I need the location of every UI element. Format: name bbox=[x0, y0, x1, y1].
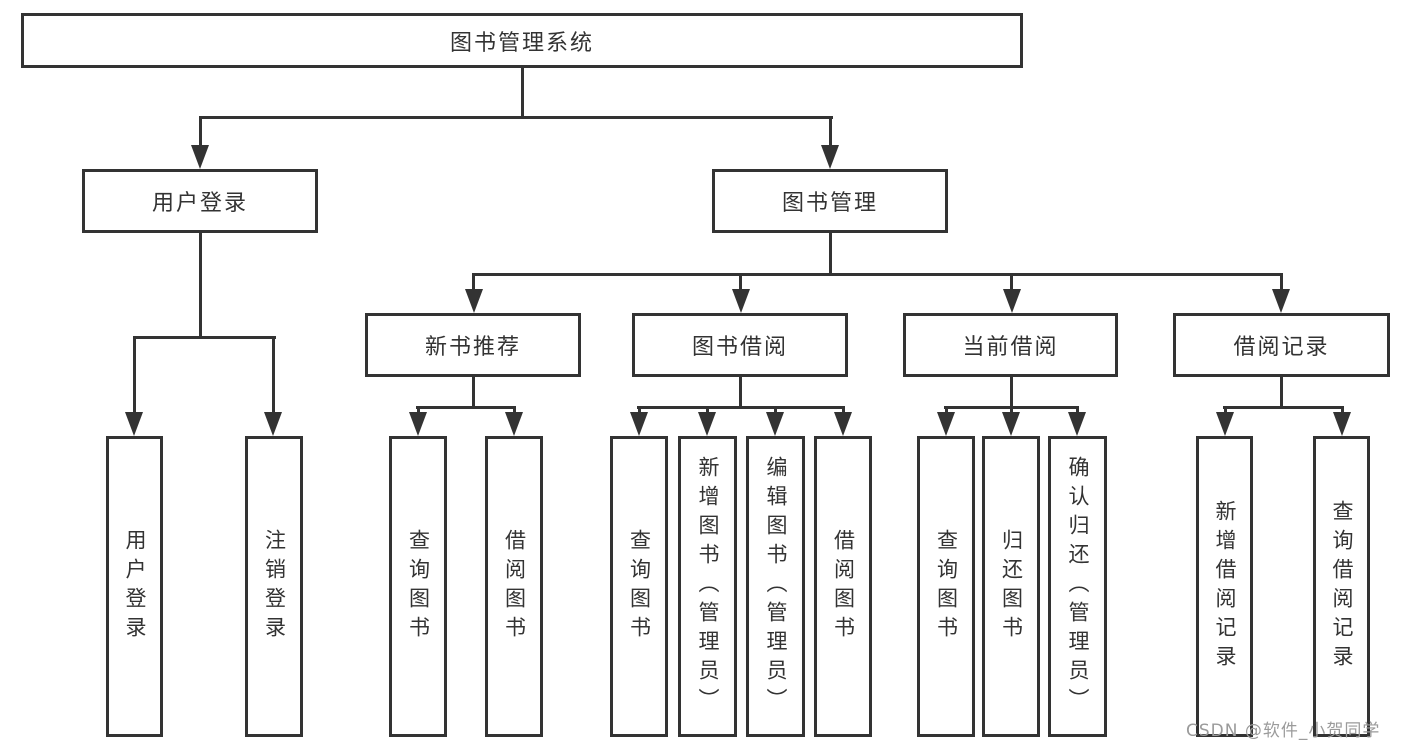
connector-records-stem bbox=[1280, 376, 1283, 409]
leaf-add-borrow-record: 新增借阅记录 bbox=[1196, 436, 1253, 737]
leaf-add-borrow-record-label: 新增借阅记录 bbox=[1213, 499, 1237, 674]
leaf-return-book-label: 归还图书 bbox=[999, 528, 1024, 645]
leaf-user-login-label: 用户登录 bbox=[123, 528, 147, 645]
connector-stub bbox=[739, 273, 742, 292]
node-new-book-recommend-label: 新书推荐 bbox=[424, 335, 521, 360]
arrowhead-down-icon bbox=[630, 412, 648, 436]
connector-login-rail bbox=[133, 336, 276, 339]
leaf-user-login: 用户登录 bbox=[106, 436, 163, 737]
leaf-add-book-admin: 新增图书（管理员） bbox=[678, 436, 737, 737]
connector-stub bbox=[133, 336, 136, 418]
leaf-logout: 注销登录 bbox=[245, 436, 303, 737]
arrowhead-down-icon bbox=[1272, 289, 1290, 313]
leaf-edit-book-admin: 编辑图书（管理员） bbox=[746, 436, 805, 737]
node-new-book-recommend: 新书推荐 bbox=[365, 313, 581, 377]
arrowhead-down-icon bbox=[732, 289, 750, 313]
arrowhead-down-icon bbox=[1216, 412, 1234, 436]
node-user-login: 用户登录 bbox=[82, 169, 318, 233]
node-book-manage-label: 图书管理 bbox=[781, 191, 878, 216]
leaf-query-book-recommend: 查询图书 bbox=[389, 436, 447, 737]
leaf-add-book-admin-label: 新增图书（管理员） bbox=[696, 456, 720, 717]
connector-login-stem bbox=[199, 232, 202, 339]
arrowhead-down-icon bbox=[766, 412, 784, 436]
leaf-query-book-borrow: 查询图书 bbox=[610, 436, 668, 737]
leaf-query-borrow-record-label: 查询借阅记录 bbox=[1330, 499, 1354, 674]
leaf-borrow-book: 借阅图书 bbox=[814, 436, 872, 737]
connector-root-stem bbox=[521, 68, 524, 118]
connector-borrow-rail bbox=[637, 406, 845, 409]
arrowhead-down-icon bbox=[1068, 412, 1086, 436]
arrowhead-down-icon bbox=[821, 145, 839, 169]
leaf-confirm-return-admin: 确认归还（管理员） bbox=[1048, 436, 1107, 737]
node-current-borrow: 当前借阅 bbox=[903, 313, 1118, 377]
arrowhead-down-icon bbox=[125, 412, 143, 436]
arrowhead-down-icon bbox=[191, 145, 209, 169]
node-book-borrow-label: 图书借阅 bbox=[691, 335, 788, 360]
leaf-query-borrow-record: 查询借阅记录 bbox=[1313, 436, 1370, 737]
connector-borrow-stem bbox=[739, 376, 742, 409]
arrowhead-down-icon bbox=[937, 412, 955, 436]
arrowhead-down-icon bbox=[1002, 412, 1020, 436]
connector-recommend-rail bbox=[416, 406, 516, 409]
connector-manage-stem bbox=[829, 232, 832, 276]
connector-stub bbox=[829, 116, 832, 148]
connector-level2-rail bbox=[199, 116, 833, 119]
leaf-query-book-borrow-label: 查询图书 bbox=[627, 528, 652, 645]
arrowhead-down-icon bbox=[834, 412, 852, 436]
node-user-login-label: 用户登录 bbox=[151, 191, 248, 216]
connector-stub bbox=[272, 336, 275, 418]
arrowhead-down-icon bbox=[409, 412, 427, 436]
node-borrow-records: 借阅记录 bbox=[1173, 313, 1390, 377]
node-book-borrow: 图书借阅 bbox=[632, 313, 848, 377]
connector-stub bbox=[1280, 273, 1283, 292]
connector-recommend-stem bbox=[472, 376, 475, 409]
leaf-query-book-current: 查询图书 bbox=[917, 436, 975, 737]
node-root: 图书管理系统 bbox=[21, 13, 1023, 68]
arrowhead-down-icon bbox=[1003, 289, 1021, 313]
node-book-manage: 图书管理 bbox=[712, 169, 948, 233]
leaf-borrow-book-recommend: 借阅图书 bbox=[485, 436, 543, 737]
leaf-confirm-return-admin-label: 确认归还（管理员） bbox=[1066, 456, 1090, 717]
arrowhead-down-icon bbox=[465, 289, 483, 313]
connector-stub bbox=[1010, 273, 1013, 292]
leaf-query-book-recommend-label: 查询图书 bbox=[406, 528, 431, 645]
leaf-borrow-book-label: 借阅图书 bbox=[831, 528, 856, 645]
arrowhead-down-icon bbox=[698, 412, 716, 436]
arrowhead-down-icon bbox=[505, 412, 523, 436]
connector-records-rail bbox=[1223, 406, 1344, 409]
watermark-text: CSDN @软件_小贺同学 bbox=[1186, 721, 1381, 741]
node-borrow-records-label: 借阅记录 bbox=[1233, 335, 1330, 360]
node-root-label: 图书管理系统 bbox=[449, 30, 594, 56]
connector-stub bbox=[472, 273, 475, 292]
node-current-borrow-label: 当前借阅 bbox=[962, 335, 1059, 360]
connector-current-stem bbox=[1010, 376, 1013, 409]
connector-level3-rail bbox=[472, 273, 1283, 276]
arrowhead-down-icon bbox=[264, 412, 282, 436]
leaf-logout-label: 注销登录 bbox=[262, 528, 287, 645]
leaf-return-book: 归还图书 bbox=[982, 436, 1040, 737]
leaf-query-book-current-label: 查询图书 bbox=[934, 528, 959, 645]
leaf-edit-book-admin-label: 编辑图书（管理员） bbox=[764, 456, 788, 717]
arrowhead-down-icon bbox=[1333, 412, 1351, 436]
connector-stub bbox=[199, 116, 202, 148]
leaf-borrow-book-recommend-label: 借阅图书 bbox=[502, 528, 527, 645]
